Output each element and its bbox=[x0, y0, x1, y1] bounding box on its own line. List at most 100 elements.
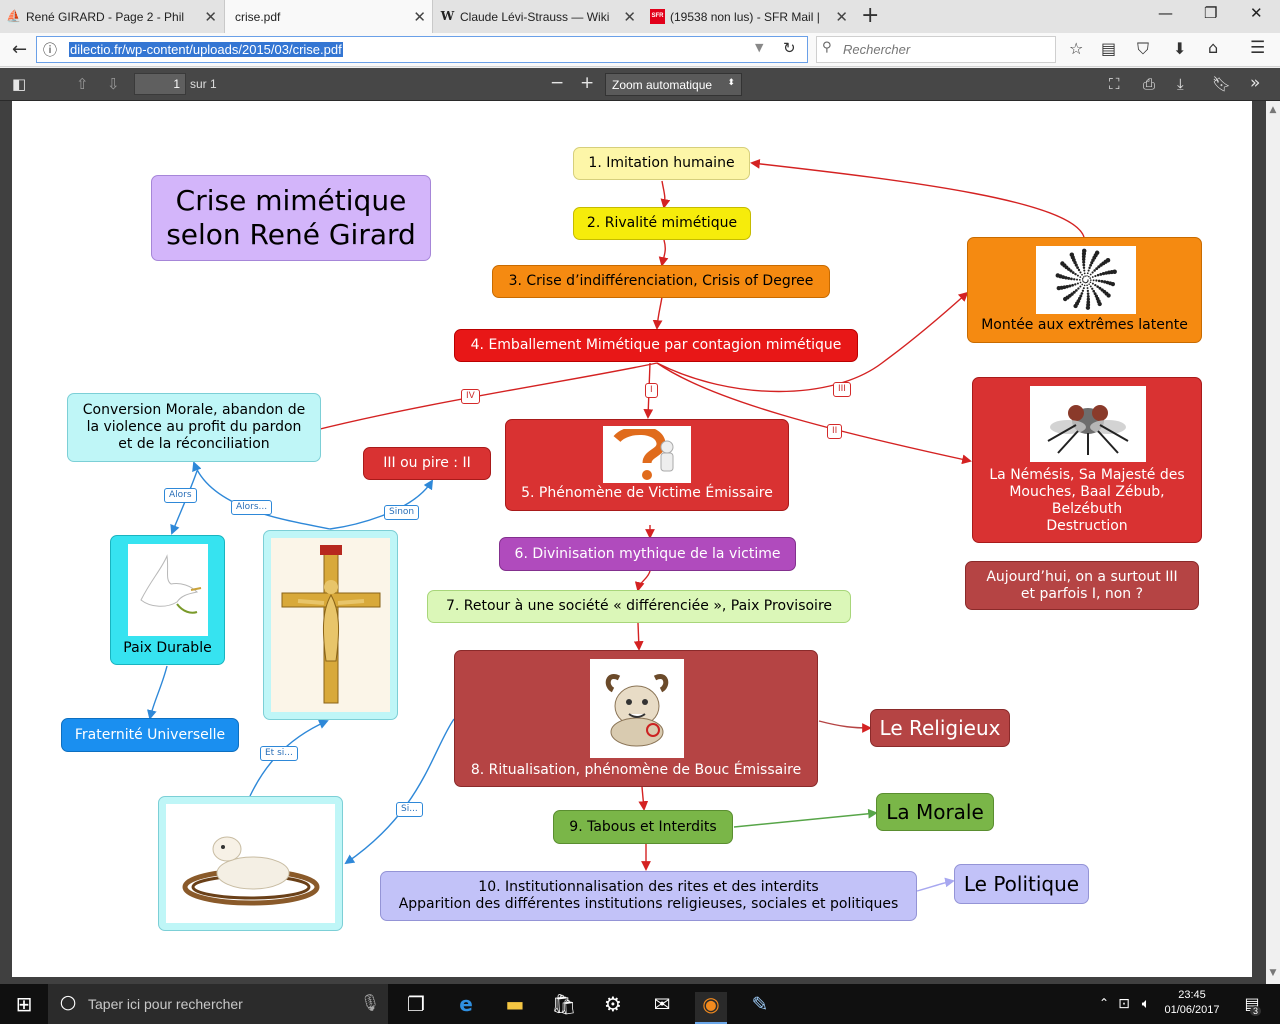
vertical-scrollbar[interactable]: ▲ ▼ bbox=[1266, 101, 1280, 984]
step-3-text: 3. Crise d’indifférenciation, Crisis of … bbox=[508, 273, 814, 289]
reading-list-icon[interactable]: ▤ bbox=[1101, 39, 1117, 58]
tab-bar: ⛵ René GIRARD - Page 2 - Phil ✕ crise.pd… bbox=[0, 0, 1280, 33]
microphone-icon[interactable]: 🎙︎ bbox=[359, 993, 381, 1012]
page-number-input[interactable]: 1 bbox=[134, 73, 186, 95]
zoom-in-icon[interactable]: + bbox=[580, 73, 595, 93]
bookmark-icon[interactable]: 🔖︎ bbox=[1212, 75, 1232, 93]
close-icon[interactable]: ✕ bbox=[413, 8, 426, 26]
home-icon[interactable]: ⌂ bbox=[1208, 38, 1219, 57]
nemesis-text: La Némésis, Sa Majesté des Mouches, Baal… bbox=[989, 467, 1185, 534]
restore-button[interactable]: ❐ bbox=[1204, 4, 1218, 22]
print-icon[interactable]: ⎙ bbox=[1143, 75, 1156, 93]
link-label-alors-2: Alors... bbox=[231, 500, 273, 515]
lamb-box bbox=[158, 796, 343, 931]
scroll-up-icon[interactable]: ▲ bbox=[1269, 105, 1277, 115]
dropdown-arrow-icon[interactable]: ▼ bbox=[755, 41, 764, 54]
clock-time: 23:45 bbox=[1178, 989, 1206, 1001]
zoom-out-icon[interactable]: − bbox=[550, 73, 565, 93]
url-bar[interactable]: ⓘ dilectio.fr/wp-content/uploads/2015/03… bbox=[36, 36, 808, 63]
conversion-morale: Conversion Morale, abandon de la violenc… bbox=[67, 393, 321, 462]
tab-title: Claude Lévi-Strauss — Wiki bbox=[460, 9, 610, 24]
scroll-down-icon[interactable]: ▼ bbox=[1269, 968, 1277, 978]
network-icon[interactable]: ⊡ bbox=[1118, 996, 1130, 1012]
link-label-iv: IV bbox=[461, 389, 480, 404]
task-view-icon[interactable]: ❐ bbox=[407, 992, 425, 1016]
tab-crise-pdf[interactable]: crise.pdf ✕ bbox=[224, 0, 433, 33]
iii-ou-pire: III ou pire : II bbox=[363, 447, 491, 480]
volume-icon[interactable]: 🔈︎ bbox=[1141, 996, 1151, 1012]
edge-icon[interactable]: e bbox=[459, 992, 473, 1016]
spiral-dots bbox=[1055, 248, 1117, 310]
crucifix-box bbox=[263, 530, 398, 720]
firefox-icon[interactable]: ◉ bbox=[695, 992, 727, 1024]
step-6-text: 6. Divinisation mythique de la victime bbox=[514, 545, 781, 562]
zoom-value: Zoom automatique bbox=[612, 78, 713, 92]
next-page-icon[interactable]: ⇩ bbox=[107, 75, 120, 93]
reload-icon[interactable]: ↻ bbox=[783, 39, 796, 57]
step-7-text: 7. Retour à une société « différenciée »… bbox=[445, 598, 833, 614]
paint-app-icon[interactable]: ✎ bbox=[751, 992, 769, 1016]
taskbar-search-placeholder: Taper ici pour rechercher bbox=[88, 996, 243, 1012]
file-explorer-icon[interactable]: ▬ bbox=[505, 992, 525, 1016]
bookmark-star-icon[interactable]: ☆ bbox=[1069, 39, 1084, 58]
link-label-et-si: Et si... bbox=[260, 746, 298, 761]
settings-gear-icon[interactable]: ⚙ bbox=[604, 992, 622, 1016]
iii-ou-pire-text: III ou pire : II bbox=[383, 455, 471, 471]
previous-page-icon[interactable]: ⇧ bbox=[76, 75, 89, 93]
store-icon[interactable]: 🛍︎ bbox=[551, 992, 577, 1016]
taskbar-search-box[interactable]: ○ Taper ici pour rechercher 🎙︎ bbox=[48, 984, 388, 1024]
le-politique: Le Politique bbox=[954, 864, 1089, 904]
save-icon[interactable]: ⤓ bbox=[1177, 75, 1184, 93]
tab-levi-strauss[interactable]: W Claude Lévi-Strauss — Wiki ✕ bbox=[434, 0, 642, 33]
search-icon: ⚲ bbox=[822, 40, 832, 55]
page-count-label: sur 1 bbox=[190, 77, 217, 91]
new-tab-button[interactable]: + bbox=[861, 3, 880, 28]
la-morale: La Morale bbox=[876, 793, 994, 831]
pocket-icon[interactable]: ⛉ bbox=[1137, 39, 1150, 58]
fraternite-text: Fraternité Universelle bbox=[74, 726, 226, 743]
wikipedia-icon: W bbox=[440, 9, 455, 23]
montee-extremes: Montée aux extrêmes latente bbox=[967, 237, 1202, 343]
info-icon[interactable]: ⓘ bbox=[43, 43, 57, 59]
pdf-toolbar: ◧ ⇧ ⇩ 1 sur 1 − + Zoom automatique ⬍ ⛶ ⎙… bbox=[0, 68, 1280, 101]
paix-durable: Paix Durable bbox=[110, 535, 225, 665]
download-icon[interactable]: ⬇ bbox=[1173, 39, 1187, 58]
morale-text: La Morale bbox=[886, 799, 984, 824]
close-icon[interactable]: ✕ bbox=[835, 8, 848, 26]
sidebar-toggle-icon[interactable]: ◧ bbox=[12, 75, 27, 93]
close-icon[interactable]: ✕ bbox=[204, 8, 217, 26]
system-clock[interactable]: 23:45 01/06/2017 bbox=[1162, 988, 1222, 1018]
notification-count-badge: 3 bbox=[1250, 1006, 1262, 1016]
cortana-icon: ○ bbox=[59, 991, 77, 1013]
tab-sfr-mail[interactable]: SFR (19538 non lus) - SFR Mail | ✕ bbox=[644, 0, 854, 33]
search-input[interactable]: ⚲ Rechercher bbox=[816, 36, 1056, 63]
step-2: 2. Rivalité mimétique bbox=[573, 207, 751, 240]
menu-icon[interactable]: ☰ bbox=[1250, 38, 1266, 58]
crucifix-icon bbox=[271, 538, 390, 712]
zoom-select[interactable]: Zoom automatique ⬍ bbox=[605, 73, 742, 96]
title-text: Crise mimétique selon René Girard bbox=[166, 184, 416, 251]
presentation-mode-icon[interactable]: ⛶ bbox=[1109, 75, 1120, 93]
select-arrows-icon: ⬍ bbox=[727, 77, 735, 87]
aujourdhui: Aujourd’hui, on a surtout III et parfois… bbox=[965, 561, 1199, 610]
window-close-button[interactable]: ✕ bbox=[1250, 4, 1263, 22]
step-6: 6. Divinisation mythique de la victime bbox=[499, 537, 796, 571]
tab-rene-girard[interactable]: ⛵ René GIRARD - Page 2 - Phil ✕ bbox=[0, 0, 223, 33]
paix-durable-text: Paix Durable bbox=[123, 640, 212, 656]
sfr-icon: SFR bbox=[650, 9, 665, 24]
link-label-si: Si... bbox=[396, 802, 423, 817]
minimize-button[interactable]: — bbox=[1158, 4, 1173, 22]
lamb-icon bbox=[166, 804, 335, 923]
close-icon[interactable]: ✕ bbox=[623, 8, 636, 26]
search-placeholder: Rechercher bbox=[843, 42, 911, 57]
mail-icon[interactable]: ✉ bbox=[653, 992, 671, 1016]
step-1: 1. Imitation humaine bbox=[573, 147, 750, 180]
windows-start-icon[interactable]: ⊞ bbox=[15, 992, 33, 1016]
url-text[interactable]: dilectio.fr/wp-content/uploads/2015/03/c… bbox=[69, 42, 343, 57]
fraternite-universelle: Fraternité Universelle bbox=[61, 718, 239, 752]
tools-icon[interactable]: » bbox=[1250, 73, 1261, 93]
back-button[interactable]: ← bbox=[12, 39, 28, 60]
step-2-text: 2. Rivalité mimétique bbox=[586, 215, 738, 231]
step-8: 8. Ritualisation, phénomène de Bouc Émis… bbox=[454, 650, 818, 787]
show-hidden-icons-icon[interactable]: ⌃ bbox=[1098, 996, 1110, 1010]
